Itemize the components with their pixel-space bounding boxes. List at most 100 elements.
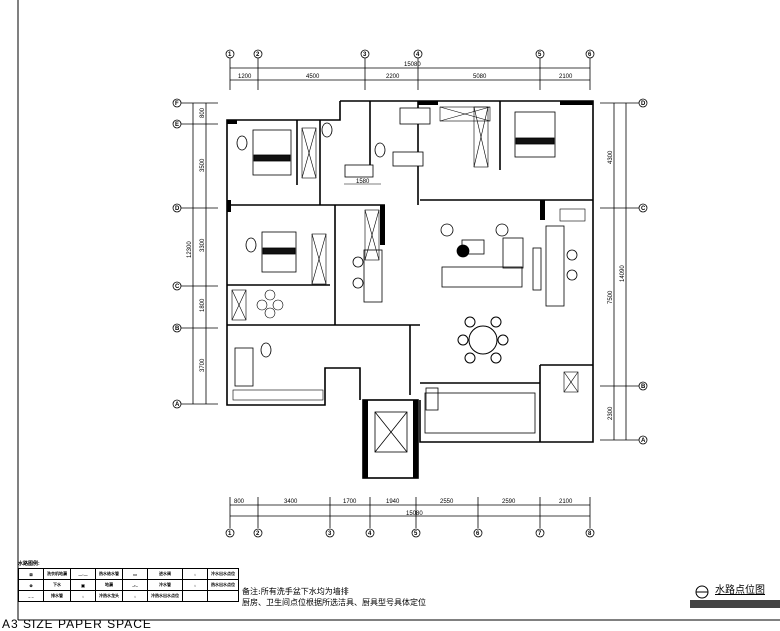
axis-label: C bbox=[641, 206, 646, 212]
bottom-dim: 3400 bbox=[284, 499, 298, 505]
bottom-dimension bbox=[229, 497, 591, 528]
axis-label: E bbox=[175, 122, 179, 128]
legend-symbol: –▪– bbox=[122, 579, 148, 591]
top-dim: 2200 bbox=[386, 74, 400, 80]
bottom-dim: 800 bbox=[234, 499, 245, 505]
axis-label: D bbox=[641, 101, 646, 107]
title-block-detail bbox=[690, 600, 780, 608]
axis-label: A bbox=[641, 438, 646, 444]
axis-label: 4 bbox=[416, 52, 420, 58]
axis-label: 3 bbox=[328, 531, 332, 537]
axis-label: 1 bbox=[228, 52, 232, 58]
legend-symbol: ⊠ bbox=[18, 568, 44, 580]
legend-symbol: ♁ bbox=[182, 579, 208, 591]
legend-symbol: —·— bbox=[70, 568, 96, 580]
top-total-dim: 15080 bbox=[404, 62, 421, 68]
axis-label: C bbox=[175, 284, 180, 290]
legend-row: ⊠洗衣机地漏 —·—热水给水管 ▭进水阀 ♁冷水出水点位 bbox=[18, 568, 239, 580]
left-dim: 3500 bbox=[200, 158, 206, 172]
right-dimension bbox=[600, 102, 640, 441]
axis-label: D bbox=[175, 206, 180, 212]
right-total-dim: 14090 bbox=[620, 265, 626, 282]
left-axis-bubbles bbox=[172, 98, 182, 409]
left-dim: 3300 bbox=[200, 238, 206, 252]
note-line-2: 厨房、卫生间点位根据所选洁具、厨具型号具体定位 bbox=[242, 598, 426, 607]
axis-label: 3 bbox=[363, 52, 367, 58]
axis-label: 2 bbox=[256, 531, 260, 537]
legend-row: – –排水管 ♁冷热水龙头 ♁冷热水出水点位 bbox=[18, 590, 239, 602]
left-dim: 3700 bbox=[200, 358, 206, 372]
legend-label: 冷热水出水点位 bbox=[147, 590, 183, 602]
bottom-dim: 1940 bbox=[386, 499, 400, 505]
legend-symbol: ▣ bbox=[70, 579, 96, 591]
right-dim: 4300 bbox=[608, 150, 614, 164]
top-dim: 4500 bbox=[306, 74, 320, 80]
left-dim: 1800 bbox=[200, 298, 206, 312]
washer-dryer bbox=[256, 289, 284, 319]
axis-label: 4 bbox=[368, 531, 372, 537]
axis-label: B bbox=[641, 384, 646, 390]
bottom-dim: 1700 bbox=[343, 499, 357, 505]
left-dimension bbox=[181, 102, 218, 405]
elevator-shaft bbox=[374, 411, 408, 453]
axis-label: 5 bbox=[414, 531, 418, 537]
water-legend-table: ⊠洗衣机地漏 —·—热水给水管 ▭进水阀 ♁冷水出水点位 ⊛下水 ▣地漏 –▪–… bbox=[18, 568, 239, 602]
right-dim: 2300 bbox=[608, 406, 614, 420]
legend-title: 水路图例: bbox=[18, 561, 40, 567]
legend-label bbox=[207, 590, 239, 602]
axis-label: 2 bbox=[256, 52, 260, 58]
axis-label: A bbox=[175, 402, 180, 408]
axis-label: B bbox=[175, 326, 180, 332]
left-total-dim: 12300 bbox=[187, 241, 193, 258]
legend-label: 冷热水龙头 bbox=[95, 590, 123, 602]
right-dim: 7500 bbox=[608, 290, 614, 304]
wardrobes bbox=[231, 106, 586, 401]
bottom-axis-bubbles bbox=[225, 528, 595, 538]
legend-symbol: ♁ bbox=[122, 590, 148, 602]
bottom-dim: 2100 bbox=[559, 499, 573, 505]
paper-size-label: A3 SIZE PAPER SPACE bbox=[2, 617, 152, 631]
axis-label: F bbox=[175, 101, 179, 107]
top-axis-bubbles bbox=[225, 49, 595, 59]
legend-label: 进水阀 bbox=[147, 568, 183, 580]
legend-symbol: – – bbox=[18, 590, 44, 602]
legend-symbol: ♁ bbox=[70, 590, 96, 602]
dining-table bbox=[457, 316, 509, 364]
wall-fills bbox=[227, 101, 593, 478]
legend-label: 冷水管 bbox=[147, 579, 183, 591]
toilets bbox=[234, 107, 431, 387]
kitchen-island bbox=[352, 223, 578, 434]
right-axis-bubbles bbox=[638, 98, 648, 445]
bottom-total-dim: 15080 bbox=[406, 511, 423, 517]
axis-label: 6 bbox=[476, 531, 480, 537]
axis-label: 5 bbox=[538, 52, 542, 58]
legend-label: 下水 bbox=[43, 579, 71, 591]
top-dim: 2100 bbox=[559, 74, 573, 80]
top-dim: 1200 bbox=[238, 74, 252, 80]
legend-label: 排水管 bbox=[43, 590, 71, 602]
legend-row: ⊛下水 ▣地漏 –▪–冷水管 ♁热水出水点位 bbox=[18, 579, 239, 591]
left-dim-labels: 800 3500 3300 1800 3700 12300 bbox=[187, 107, 206, 372]
bed-master bbox=[252, 111, 556, 273]
legend-label: 地漏 bbox=[95, 579, 123, 591]
drawing-title: 水路点位图 bbox=[715, 585, 765, 596]
legend-label: 洗衣机地漏 bbox=[43, 568, 71, 580]
legend-empty bbox=[182, 590, 208, 602]
axis-label: 7 bbox=[538, 531, 542, 537]
legend-symbol: ▭ bbox=[122, 568, 148, 580]
legend-label: 热水给水管 bbox=[95, 568, 123, 580]
left-dim: 800 bbox=[200, 107, 206, 118]
legend-label: 冷水出水点位 bbox=[207, 568, 239, 580]
legend-symbol: ♁ bbox=[182, 568, 208, 580]
inner-dim: 1580 bbox=[356, 179, 370, 185]
axis-label: 1 bbox=[228, 531, 232, 537]
top-dimension bbox=[229, 58, 591, 90]
axis-label: 6 bbox=[588, 52, 592, 58]
note-line-1: 备注:所有洗手盆下水均为墙排 bbox=[242, 587, 349, 596]
bottom-dim: 2550 bbox=[440, 499, 454, 505]
top-dim: 5080 bbox=[473, 74, 487, 80]
legend-symbol: ⊛ bbox=[18, 579, 44, 591]
bottom-dim: 2590 bbox=[502, 499, 516, 505]
legend-label: 热水出水点位 bbox=[207, 579, 239, 591]
